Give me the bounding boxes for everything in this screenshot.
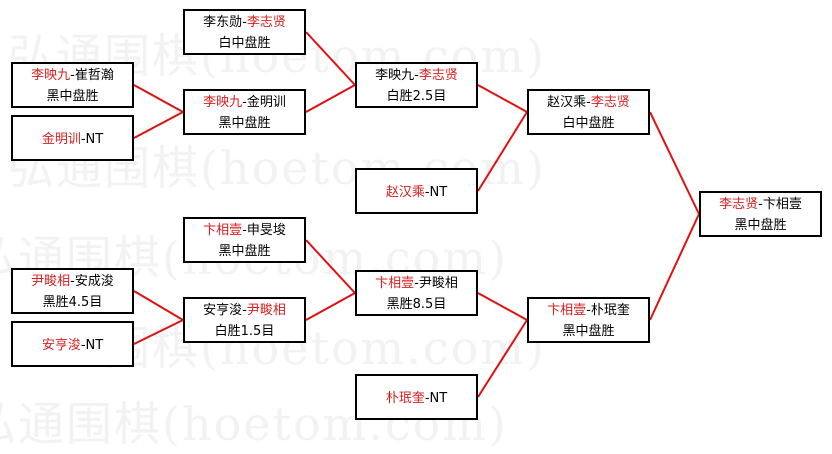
match-players: 赵汉乘-NT <box>357 182 476 203</box>
player-1-name: 赵汉乘 <box>385 185 425 200</box>
match-box-r4b: 卞相壹-朴珉奎黑中盘胜 <box>527 297 650 343</box>
match-players: 朴珉奎-NT <box>357 388 476 409</box>
match-box-r2c: 卞相壹-申旻埈黑中盘胜 <box>183 217 306 263</box>
match-result: 黑中盘胜 <box>46 89 99 104</box>
match-players: 李东勋-李志贤 <box>185 12 304 33</box>
player-1-name: 李映九 <box>31 68 71 83</box>
player-2-name: 李志贤 <box>418 68 458 83</box>
connector-r2d-r3c <box>305 292 356 321</box>
player-2-name: 申旻埈 <box>246 223 286 238</box>
connector-r3c-r4b <box>477 292 528 321</box>
connector-r2a-r3a <box>305 31 356 86</box>
no-match-label: -NT <box>424 391 448 406</box>
match-box-r3d: 朴珉奎-NT <box>355 374 478 420</box>
no-match-label: -NT <box>80 338 104 353</box>
match-box-r1d: 安亨浚-NT <box>11 321 134 367</box>
connector-r1b-r2b <box>133 111 184 139</box>
match-result: 黑中盘胜 <box>218 116 271 131</box>
player-separator: - <box>758 197 763 212</box>
connector-r3a-r4a <box>477 84 528 113</box>
match-players: 卞相壹-朴珉奎 <box>529 300 648 321</box>
match-box-r1b: 金明训-NT <box>11 115 134 161</box>
match-players: 李志贤-卞相壹 <box>701 194 820 215</box>
player-1-name: 李映九 <box>375 68 415 83</box>
player-2-name: 李志贤 <box>590 95 630 110</box>
player-2-name: 李志贤 <box>246 15 286 30</box>
player-separator: - <box>242 223 247 238</box>
no-match-label: -NT <box>80 132 104 147</box>
match-result: 黑中盘胜 <box>562 324 615 339</box>
connector-r4b-final <box>649 213 700 321</box>
player-1-name: 李东勋 <box>203 15 243 30</box>
match-result: 黑中盘胜 <box>734 218 787 233</box>
match-result: 黑中盘胜 <box>218 244 271 259</box>
match-players: 安亨浚-尹畯相 <box>185 300 304 321</box>
match-box-r3c: 卞相壹-尹畯相黑胜8.5目 <box>355 270 478 316</box>
connector-r1c-r2d <box>133 290 184 321</box>
player-1-name: 安亨浚 <box>41 338 81 353</box>
connector-r3d-r4b <box>477 319 528 398</box>
connector-r3b-r4a <box>477 111 528 192</box>
player-1-name: 赵汉乘 <box>547 95 587 110</box>
match-box-r2a: 李东勋-李志贤白中盘胜 <box>183 9 306 55</box>
match-box-r2b: 李映九-金明训黑中盘胜 <box>183 89 306 135</box>
match-box-final: 李志贤-卞相壹黑中盘胜 <box>699 191 822 237</box>
player-separator: - <box>242 303 247 318</box>
match-players: 赵汉乘-李志贤 <box>529 92 648 113</box>
player-1-name: 卞相壹 <box>375 276 415 291</box>
player-1-name: 金明训 <box>41 132 81 147</box>
match-result: 黑胜4.5目 <box>42 295 103 310</box>
match-box-r1c: 尹畯相-安成浚黑胜4.5目 <box>11 268 134 314</box>
player-2-name: 朴珉奎 <box>590 303 630 318</box>
player-separator: - <box>414 68 419 83</box>
match-players: 卞相壹-申旻埈 <box>185 220 304 241</box>
match-players: 卞相壹-尹畯相 <box>357 273 476 294</box>
connector-r1a-r2b <box>133 84 184 113</box>
player-1-name: 李志贤 <box>719 197 759 212</box>
match-result: 白中盘胜 <box>218 36 271 51</box>
connector-r1d-r2d <box>133 319 184 345</box>
match-players: 金明训-NT <box>13 129 132 150</box>
connector-r4a-final <box>649 111 700 215</box>
match-players: 李映九-金明训 <box>185 92 304 113</box>
player-separator: - <box>242 15 247 30</box>
connector-r2b-r3a <box>305 84 356 113</box>
player-2-name: 金明训 <box>246 95 286 110</box>
match-players: 李映九-崔哲瀚 <box>13 65 132 86</box>
match-players: 李映九-李志贤 <box>357 65 476 86</box>
player-2-name: 尹畯相 <box>246 303 286 318</box>
bracket-diagram: 弘通围棋(hoetom.com) 弘通围棋(hoetom.com) 弘通围棋(h… <box>0 9 822 451</box>
player-2-name: 安成浚 <box>74 274 114 289</box>
bracket-connectors <box>133 31 700 398</box>
player-2-name: 崔哲瀚 <box>74 68 114 83</box>
match-box-r4a: 赵汉乘-李志贤白中盘胜 <box>527 89 650 135</box>
match-result: 黑胜8.5目 <box>386 297 447 312</box>
player-separator: - <box>586 303 591 318</box>
player-1-name: 朴珉奎 <box>385 391 425 406</box>
player-1-name: 安亨浚 <box>203 303 243 318</box>
no-match-label: -NT <box>424 185 448 200</box>
match-players: 尹畯相-安成浚 <box>13 271 132 292</box>
player-1-name: 李映九 <box>203 95 243 110</box>
match-box-r3a: 李映九-李志贤白胜2.5目 <box>355 62 478 108</box>
match-box-r1a: 李映九-崔哲瀚黑中盘胜 <box>11 62 134 108</box>
match-result: 白中盘胜 <box>562 116 615 131</box>
match-result: 白胜1.5目 <box>214 324 275 339</box>
match-box-r3b: 赵汉乘-NT <box>355 168 478 214</box>
player-separator: - <box>70 274 75 289</box>
player-separator: - <box>414 276 419 291</box>
player-separator: - <box>586 95 591 110</box>
player-1-name: 尹畯相 <box>31 274 71 289</box>
player-2-name: 尹畯相 <box>418 276 458 291</box>
player-1-name: 卞相壹 <box>547 303 587 318</box>
player-separator: - <box>70 68 75 83</box>
match-result: 白胜2.5目 <box>386 89 447 104</box>
player-separator: - <box>242 95 247 110</box>
connector-r2c-r3c <box>305 239 356 294</box>
player-2-name: 卞相壹 <box>762 197 802 212</box>
match-players: 安亨浚-NT <box>13 335 132 356</box>
player-1-name: 卞相壹 <box>203 223 243 238</box>
match-box-r2d: 安亨浚-尹畯相白胜1.5目 <box>183 297 306 343</box>
